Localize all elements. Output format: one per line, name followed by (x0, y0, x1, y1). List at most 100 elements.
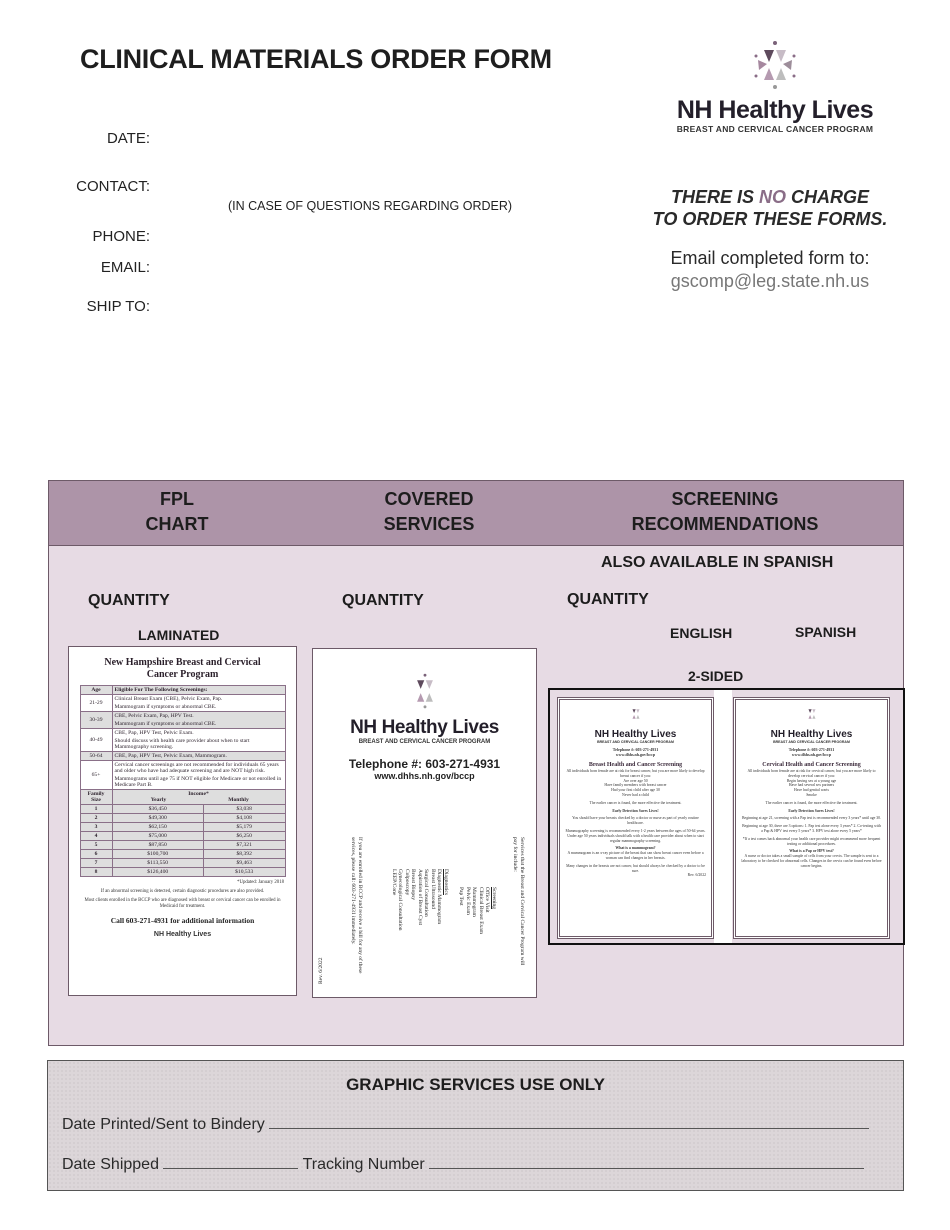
card-intro: All individuals born female are at risk … (747, 769, 876, 778)
card-telephone: Telephone #: 603-271-4931 (612, 747, 659, 752)
yearly-cell: $62,150 (111, 822, 204, 832)
shipping-row: Date Shipped Tracking Number (62, 1155, 865, 1174)
card-earlier: The earlier cancer is found, the more ef… (765, 800, 858, 805)
tracking-number-field[interactable] (429, 1155, 865, 1169)
family-size-cell: 2 (79, 813, 113, 823)
diagnostic-item: Surgical Consultation (423, 869, 430, 917)
eligibility-text2: Mammogram if symptoms or abnormal CBE. (114, 721, 217, 727)
fpl-quantity-label: QUANTITY (88, 592, 170, 609)
eligibility-cell: CBE, Pelvic Exam, Pap, HPV Test. Mammogra… (111, 711, 286, 729)
yearly-cell: $49,300 (111, 813, 204, 823)
age-cell: 40-49 (79, 728, 113, 752)
yearly-cell: $75,000 (111, 831, 204, 841)
card-heading: Breast Health and Cancer Screening (588, 762, 683, 768)
screening-item: Clinical Breast Exam (478, 887, 484, 935)
services-quantity-label: QUANTITY (342, 592, 424, 609)
date-printed-row: Date Printed/Sent to Bindery (62, 1115, 870, 1134)
screening-head: Screening (491, 887, 497, 909)
card-subtitle: BREAST AND CERVICAL CANCER PROGRAM (773, 740, 850, 744)
date-shipped-label: Date Shipped (62, 1156, 159, 1173)
monthly-cell: $4,108 (202, 813, 286, 823)
income-label: Income* (188, 791, 209, 797)
age-row: 65+Cervical cancer screenings are not re… (79, 760, 286, 790)
eligibility-cell: Clinical Breast Exam (CBE), Pelvic Exam,… (111, 694, 286, 712)
card-question: What is a Pap or HPV test? (789, 849, 834, 854)
fpl-brand: NH Healthy Lives (153, 931, 212, 938)
col-services-line2: SERVICES (383, 514, 475, 534)
covered-services-preview: NH Healthy Lives BREAST AND CERVICAL CAN… (312, 648, 537, 998)
page-title: CLINICAL MATERIALS ORDER FORM (80, 44, 552, 74)
also-spanish-note: ALSO AVAILABLE IN SPANISH (601, 554, 834, 571)
brand-subtitle: BREAST AND CERVICAL CANCER PROGRAM (676, 124, 874, 134)
date-printed-field[interactable] (269, 1115, 870, 1129)
fpl-call: Call 603-271-4931 for additional informa… (110, 916, 255, 925)
yearly-cell: $126,400 (111, 867, 204, 877)
family-size-cell: 3 (79, 822, 113, 832)
card-p2: Beginning at age 30, there are 3 options… (742, 824, 881, 833)
card-p2: Mammography screening is recommended eve… (565, 828, 706, 843)
diagnostic-item: Diagnostic Mammogram (436, 869, 443, 925)
monthly-cell: $5,179 (202, 822, 286, 832)
card-url: www.dhhs.nh.gov/bccp (615, 752, 656, 757)
eligibility-text2: Should discuss with health care provider… (114, 738, 250, 750)
card-answer: A nurse or doctor takes a small sample o… (741, 854, 882, 868)
ship-to-label: SHIP TO: (86, 298, 150, 315)
card-risk: Smoke (806, 792, 817, 797)
eligibility-cell: Cervical cancer screenings are not recom… (111, 760, 286, 790)
contact-note: (IN CASE OF QUESTIONS REGARDING ORDER) (228, 199, 513, 213)
card-logo-icon (807, 709, 816, 719)
brand-name: NH Healthy Lives (676, 96, 874, 124)
card-risk: Begin having sex at a young age (786, 778, 837, 783)
monthly-cell: $6,250 (202, 831, 286, 841)
family-size-cell: 7 (79, 858, 113, 868)
services-subtitle: BREAST AND CERVICAL CANCER PROGRAM (358, 739, 491, 745)
card-saves: Early Detection Saves Lives! (612, 808, 659, 813)
family-size-header: Family Size (79, 789, 113, 805)
card-intro: All individuals born female are at risk … (566, 769, 705, 778)
no-charge-pre: THERE IS (670, 187, 759, 207)
graphic-services-box: GRAPHIC SERVICES USE ONLY Date Printed/S… (47, 1060, 904, 1191)
date-label: DATE: (106, 130, 150, 147)
card-risk: Are over age 50 (623, 778, 648, 783)
income-row: 5$87,850$7,321 (79, 840, 286, 850)
graphic-services-title: GRAPHIC SERVICES USE ONLY (346, 1075, 605, 1094)
nh-healthy-lives-logo-icon (754, 41, 796, 89)
yearly-cell: $113,550 (111, 858, 204, 868)
no-charge-notice: THERE IS NO CHARGE TO ORDER THESE FORMS. (630, 186, 910, 230)
family-size-cell: 8 (79, 867, 113, 877)
eligibility-text: Clinical Breast Exam (CBE), Pelvic Exam,… (114, 696, 223, 702)
eligibility-cell: CBE, Pap, HPV Test, Pelvic Exam. Should d… (111, 728, 286, 752)
fpl-chart-preview: New Hampshire Breast and Cervical Cancer… (68, 646, 297, 996)
eligibility-text: CBE, Pap, HPV Test, Pelvic Exam. (114, 730, 194, 736)
spanish-label: SPANISH (795, 624, 857, 640)
services-telephone: Telephone #: 603-271-4931 (348, 757, 501, 771)
card-risk: Have had several sex partners (788, 783, 835, 788)
email-instruction: Email completed form to: (670, 248, 870, 268)
family-size-cell: 4 (79, 831, 113, 841)
eligibility-text: Cervical cancer screenings are not recom… (114, 762, 279, 774)
phone-label: PHONE: (92, 228, 150, 245)
monthly-cell: $8,392 (202, 849, 286, 859)
eligibility-text: CBE, Pelvic Exam, Pap, HPV Test. (114, 713, 194, 719)
services-billing-note: If you are enrolled in BCCP and receive … (350, 837, 364, 974)
date-shipped-field[interactable] (163, 1155, 299, 1169)
fpl-foot1: If an abnormal screening is detected, ce… (100, 889, 265, 894)
diagnostic-head: Diagnostics (443, 869, 449, 895)
diagnostic-item: Gynecological Consultation (397, 869, 404, 931)
services-rev: Rev. 6/2022 (318, 957, 324, 984)
age-cell: 65+ (79, 760, 113, 790)
fpl-updated: *Updated: January 2018 (237, 880, 284, 885)
no-charge-line2: TO ORDER THESE FORMS. (652, 209, 888, 229)
card-logo-icon (631, 709, 640, 719)
email-address-link[interactable]: gscomp@leg.state.nh.us (670, 271, 870, 291)
card-url: www.dhhs.nh.gov/bccp (791, 752, 832, 757)
